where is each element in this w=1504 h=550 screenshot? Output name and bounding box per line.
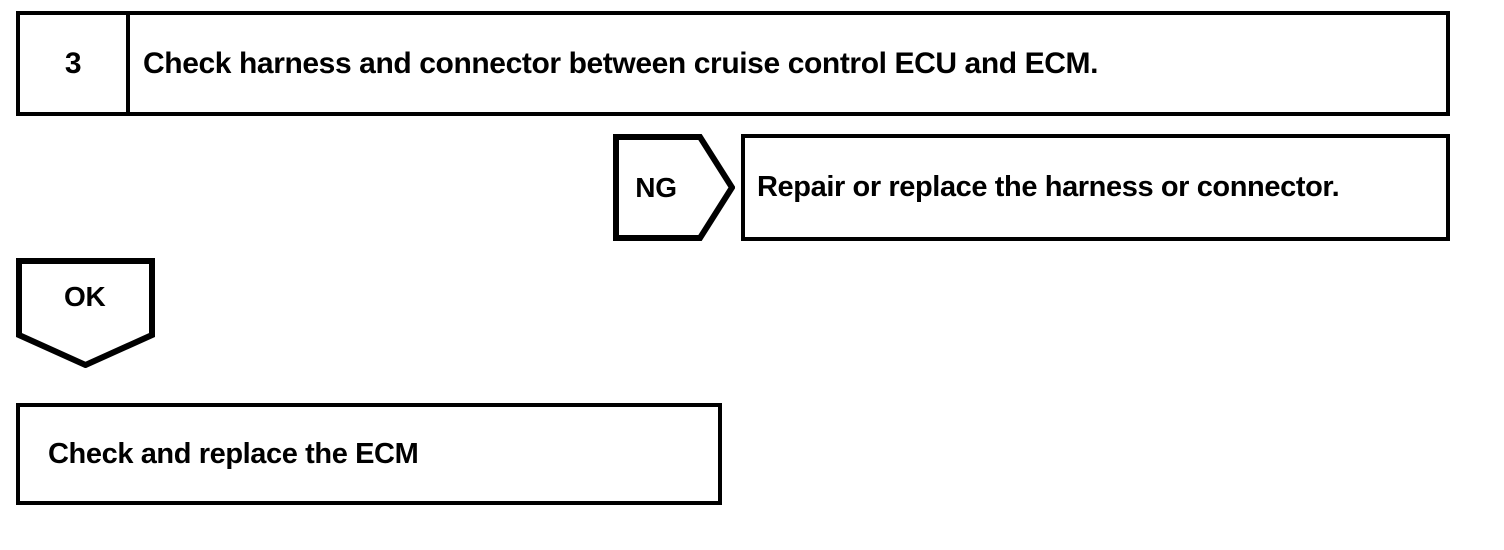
step-row: 3 Check harness and connector between cr…: [16, 11, 1450, 116]
ok-arrow-polygon: [16, 258, 155, 368]
ok-arrow-shape: [16, 258, 155, 368]
ng-action-box: Repair or replace the harness or connect…: [741, 134, 1450, 241]
step-instruction-text: Check harness and connector between crui…: [143, 46, 1099, 80]
step-number-cell: 3: [20, 15, 130, 112]
ng-arrow-polygon: [613, 134, 735, 241]
ng-arrow-shape: [613, 134, 735, 241]
ok-action-box: Check and replace the ECM: [16, 403, 722, 505]
